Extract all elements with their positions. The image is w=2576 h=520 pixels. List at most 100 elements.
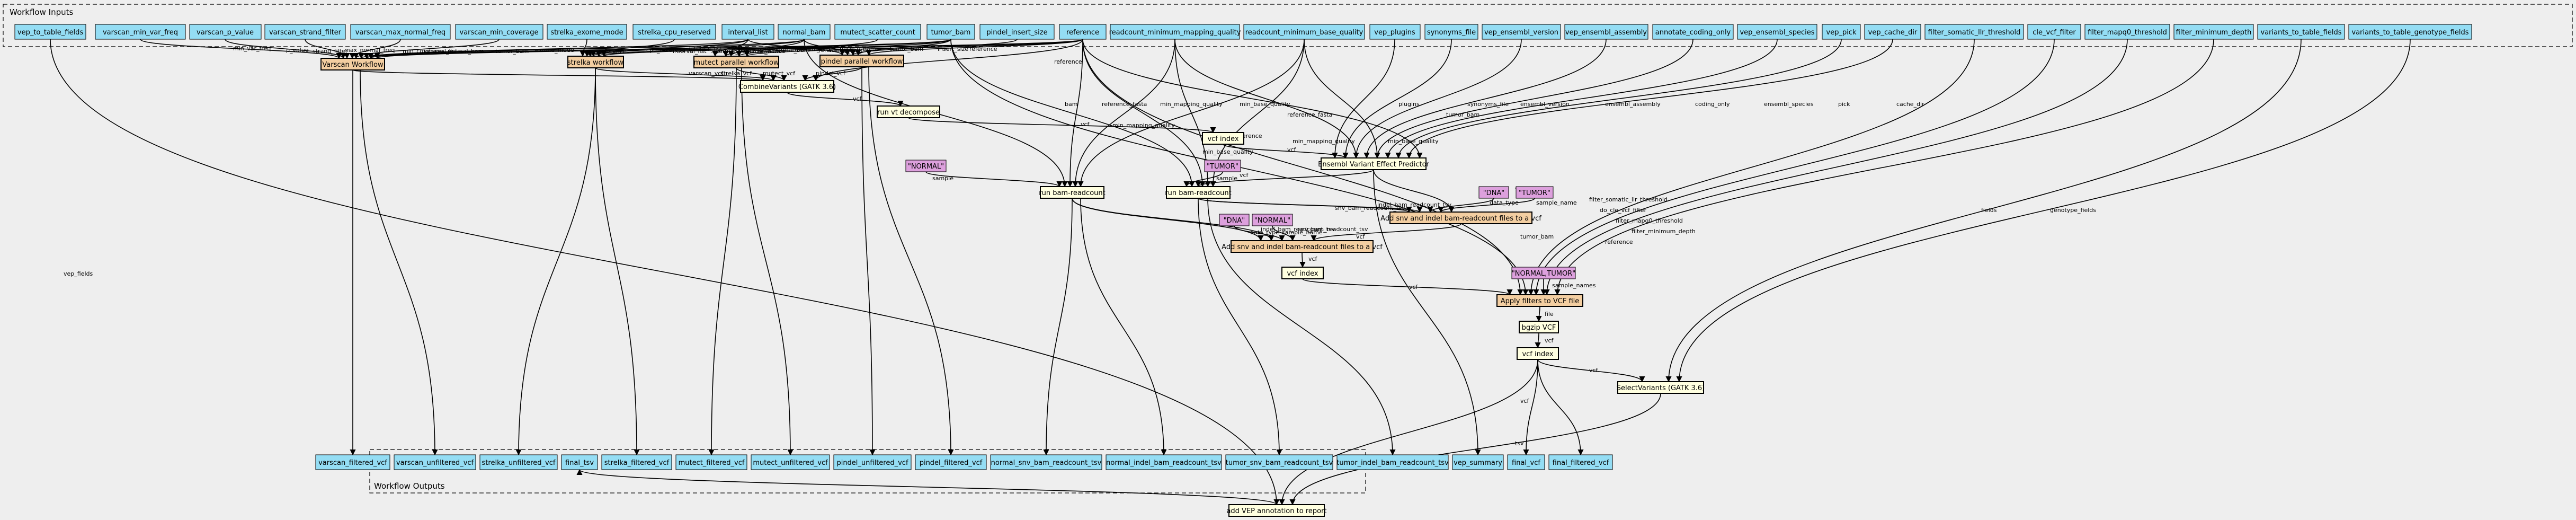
edge bbox=[744, 39, 1083, 57]
output-edge bbox=[861, 66, 876, 456]
param-tumor-2[interactable]: "TUMOR" bbox=[1516, 186, 1554, 199]
input-filter-mapq0-threshold[interactable]: filter_mapq0_threshold bbox=[2084, 24, 2170, 40]
input-strelka-cpu-reserved[interactable]: strelka_cpu_reserved bbox=[632, 24, 716, 40]
step-strelka-workflow[interactable]: strelka workflow bbox=[567, 56, 624, 68]
svg-text:strelka_cpu_reserved: strelka_cpu_reserved bbox=[638, 29, 711, 37]
svg-text:varscan_unfiltered_vcf: varscan_unfiltered_vcf bbox=[396, 459, 474, 467]
output-normal-indel-bam-readcount-tsv[interactable]: normal_indel_bam_readcount_tsv bbox=[1106, 454, 1222, 470]
input-vep-pick[interactable]: vep_pick bbox=[1822, 24, 1861, 40]
output-final-tsv[interactable]: final_tsv bbox=[561, 454, 598, 470]
output-normal-snv-bam-readcount-tsv[interactable]: normal_snv_bam_readcount_tsv bbox=[990, 454, 1102, 470]
step-vcf-index-1[interactable]: vcf index bbox=[1202, 132, 1244, 145]
edge-label: min_mapping_quality bbox=[1160, 101, 1223, 108]
step-vep[interactable]: Ensembl Variant Effect Predictor bbox=[1318, 157, 1430, 170]
svg-text:"TUMOR": "TUMOR" bbox=[1519, 189, 1550, 197]
input-strelka-exome-mode[interactable]: strelka_exome_mode bbox=[547, 24, 627, 40]
input-varscan-strand-filter[interactable]: varscan_strand_filter bbox=[264, 24, 346, 40]
input-filter-minimum-depth[interactable]: filter_minimum_depth bbox=[2173, 24, 2254, 40]
svg-text:strelka_filtered_vcf: strelka_filtered_vcf bbox=[604, 459, 670, 467]
input-varscan-min-coverage[interactable]: varscan_min_coverage bbox=[455, 24, 543, 40]
input-varscan-min-var-freq[interactable]: varscan_min_var_freq bbox=[95, 24, 186, 40]
svg-text:varscan_min_coverage: varscan_min_coverage bbox=[460, 29, 539, 37]
output-strelka-unfiltered-vcf[interactable]: strelka_unfiltered_vcf bbox=[479, 454, 558, 470]
input-readcount-minimum-base-quality[interactable]: readcount_minimum_base_quality bbox=[1243, 24, 1365, 40]
output-strelka-filtered-vcf[interactable]: strelka_filtered_vcf bbox=[601, 454, 672, 470]
edge bbox=[1272, 225, 1296, 242]
input-readcount-minimum-mapping-quality[interactable]: readcount_minimum_mapping_quality bbox=[1109, 24, 1241, 40]
edge-label: synonyms_file bbox=[1467, 101, 1509, 108]
output-final-vcf[interactable]: final_vcf bbox=[1507, 454, 1545, 470]
output-varscan-unfiltered-vcf[interactable]: varscan_unfiltered_vcf bbox=[394, 454, 476, 470]
input-varscan-max-normal-freq[interactable]: varscan_max_normal_freq bbox=[350, 24, 451, 40]
edge bbox=[1385, 39, 1778, 159]
edge bbox=[1234, 225, 1285, 242]
input-normal-bam[interactable]: normal_bam bbox=[778, 24, 831, 40]
input-vep-plugins[interactable]: vep_plugins bbox=[1369, 24, 1421, 40]
edge bbox=[1072, 39, 1175, 188]
input-interval-list[interactable]: interval_list bbox=[721, 24, 774, 40]
step-combine-variants[interactable]: CombineVariants (GATK 3.6) bbox=[738, 80, 836, 93]
input-mutect-scatter-count[interactable]: mutect_scatter_count bbox=[834, 24, 921, 40]
output-tumor-indel-bam-readcount-tsv[interactable]: tumor_indel_bam_readcount_tsv bbox=[1336, 454, 1449, 470]
edge bbox=[1554, 39, 2214, 296]
step-bgzip-vcf[interactable]: bgzip VCF bbox=[1519, 321, 1559, 333]
input-annotate-coding-only[interactable]: annotate_coding_only bbox=[1652, 24, 1734, 40]
edge bbox=[802, 66, 862, 82]
input-tumor-bam[interactable]: tumor_bam bbox=[926, 24, 975, 40]
svg-text:pindel_filtered_vcf: pindel_filtered_vcf bbox=[920, 459, 983, 467]
input-vep-ensembl-assembly[interactable]: vep_ensembl_assembly bbox=[1564, 24, 1648, 40]
input-varscan-p-value[interactable]: varscan_p_value bbox=[189, 24, 262, 40]
step-add-readcount-tumor[interactable]: Add snv and indel bam-readcount files to… bbox=[1380, 211, 1541, 224]
svg-text:"NORMAL": "NORMAL" bbox=[1254, 217, 1290, 225]
input-variants-to-table-genotype-fields[interactable]: variants_to_table_genotype_fields bbox=[2348, 24, 2472, 40]
output-mutect-filtered-vcf[interactable]: mutect_filtered_vcf bbox=[675, 454, 747, 470]
output-final-filtered-vcf[interactable]: final_filtered_vcf bbox=[1548, 454, 1613, 470]
param-normal-tumor[interactable]: "NORMAL,TUMOR" bbox=[1511, 267, 1576, 279]
outputs-cluster: Workflow Outputs bbox=[369, 449, 1366, 493]
input-synonyms-file[interactable]: synonyms_file bbox=[1424, 24, 1478, 40]
step-vt-decompose[interactable]: run vt decompose bbox=[877, 105, 940, 118]
param-dna-1[interactable]: "DNA" bbox=[1478, 186, 1509, 199]
output-varscan-filtered-vcf[interactable]: varscan_filtered_vcf bbox=[315, 454, 390, 470]
output-vep-summary[interactable]: vep_summary bbox=[1452, 454, 1504, 470]
edge bbox=[1342, 39, 1452, 159]
step-bam-readcount-tumor[interactable]: run bam-readcount bbox=[1165, 186, 1232, 199]
edge-label: varscan_vcf bbox=[689, 70, 724, 77]
input-variants-to-table-fields[interactable]: variants_to_table_fields bbox=[2257, 24, 2345, 40]
input-vep-ensembl-version[interactable]: vep_ensembl_version bbox=[1482, 24, 1561, 40]
param-dna-2[interactable]: "DNA" bbox=[1219, 214, 1250, 226]
param-normal[interactable]: "NORMAL" bbox=[905, 160, 947, 172]
input-cle-vcf-filter[interactable]: cle_vcf_filter bbox=[2027, 24, 2081, 40]
output-pindel-filtered-vcf[interactable]: pindel_filtered_vcf bbox=[915, 454, 987, 470]
input-filter-somatic-llr-threshold[interactable]: filter_somatic_llr_threshold bbox=[1924, 24, 2024, 40]
step-select-variants[interactable]: SelectVariants (GATK 3.6) bbox=[1617, 381, 1705, 394]
param-tumor[interactable]: "TUMOR" bbox=[1204, 160, 1241, 172]
edge-label: reference bbox=[1054, 58, 1082, 65]
output-tumor-snv-bam-readcount-tsv[interactable]: tumor_snv_bam_readcount_tsv bbox=[1225, 454, 1333, 470]
edge-label: vep_fields bbox=[64, 270, 93, 277]
step-vcf-index-3[interactable]: vcf index bbox=[1517, 347, 1559, 360]
output-pindel-unfiltered-vcf[interactable]: pindel_unfiltered_vcf bbox=[833, 454, 912, 470]
input-vep-cache-dir[interactable]: vep_cache_dir bbox=[1864, 24, 1921, 40]
svg-text:run bam-readcount: run bam-readcount bbox=[1039, 189, 1105, 197]
step-bam-readcount-normal[interactable]: run bam-readcount bbox=[1039, 186, 1106, 199]
param-normal-2[interactable]: "NORMAL" bbox=[1252, 214, 1293, 226]
svg-text:strelka workflow: strelka workflow bbox=[567, 59, 624, 67]
edge bbox=[1374, 39, 1693, 159]
input-pindel-insert-size[interactable]: pindel_insert_size bbox=[979, 24, 1055, 40]
input-reference[interactable]: reference bbox=[1059, 24, 1107, 40]
step-pindel-parallel-workflow[interactable]: pindel parallel workflow bbox=[819, 55, 904, 67]
input-vep-ensembl-species[interactable]: vep_ensembl_species bbox=[1737, 24, 1817, 40]
step-apply-filters[interactable]: Apply filters to VCF file bbox=[1496, 294, 1583, 307]
step-add-vep-to-report[interactable]: add VEP annotation to report bbox=[1226, 504, 1327, 517]
svg-text:variants_to_table_fields: variants_to_table_fields bbox=[2261, 29, 2342, 37]
step-varscan-workflow[interactable]: Varscan Workflow bbox=[320, 58, 385, 70]
edge bbox=[580, 39, 587, 57]
edge-label: ensembl_assembly bbox=[1605, 101, 1661, 108]
step-add-readcount-normal[interactable]: Add snv and indel bam-readcount files to… bbox=[1222, 240, 1383, 253]
step-vcf-index-2[interactable]: vcf index bbox=[1281, 267, 1324, 279]
output-mutect-unfiltered-vcf[interactable]: mutect_unfiltered_vcf bbox=[751, 454, 830, 470]
step-mutect-parallel-workflow[interactable]: mutect parallel workflow bbox=[693, 56, 779, 68]
input-vep-to-table-fields[interactable]: vep_to_table_fields bbox=[14, 24, 86, 40]
edge-label: min_base_quality bbox=[1388, 138, 1439, 145]
